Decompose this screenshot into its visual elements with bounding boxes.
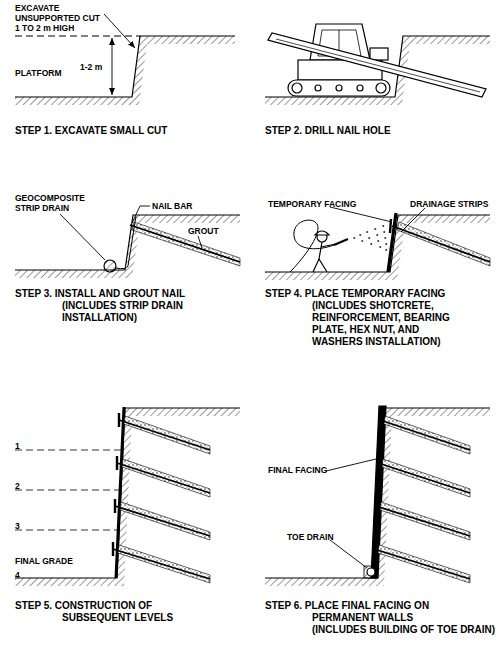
leader-line [401, 208, 425, 232]
spray-nozzle [334, 239, 348, 245]
step5-drawing [15, 407, 240, 586]
leader-line [132, 206, 150, 223]
callout-text: PLATFORM [15, 68, 62, 78]
ground-line [15, 215, 240, 270]
track-wheel [376, 83, 386, 93]
callout-text: GEOCOMPOSITE STRIP DRAIN [15, 193, 95, 213]
step4-drawing [265, 207, 490, 280]
step3-drawing [15, 206, 240, 278]
callout-number: 4 [15, 570, 20, 580]
callout-number: 1 [15, 441, 20, 451]
nail-bar [374, 420, 470, 579]
step-caption-note: (INCLUDES STRIP DRAIN INSTALLATION) [62, 300, 252, 324]
dimension-line [112, 38, 113, 95]
step-caption: STEP 1. EXCAVATE SMALL CUT [15, 125, 250, 137]
bearing-plate [113, 413, 119, 556]
callout-text: EXCAVATE UNSUPPORTED CUT 1 TO 2 m HIGH [15, 3, 107, 33]
track-wheel [336, 85, 342, 91]
callout-number: 2 [15, 481, 20, 491]
step-caption: STEP 5. CONSTRUCTION OF SUBSEQUENT LEVEL… [15, 600, 220, 624]
leader-line [198, 236, 202, 248]
step2-drawing [265, 24, 490, 105]
rig-engine [370, 48, 388, 60]
step-caption-note: (INCLUDES BUILDING OF TOE DRAIN) [312, 624, 500, 636]
callout-text: NAIL BAR [152, 201, 192, 211]
step-caption-note: (INCLUDES SHOTCRETE, REINFORCEMENT, BEAR… [312, 300, 472, 348]
shotcrete-spray [354, 226, 387, 250]
callout-number: 3 [15, 521, 20, 531]
step-caption: STEP 6. PLACE FINAL FACING ON PERMANENT … [265, 600, 443, 624]
soil-hatch [15, 36, 235, 105]
nail-bar [113, 420, 210, 579]
toe-drain-trench [364, 566, 377, 578]
toe-drain-pipe [367, 568, 375, 576]
drill-rod [276, 39, 480, 92]
drain-pipe [104, 260, 116, 272]
dimension-text: 1-2 m [80, 62, 102, 72]
step-caption: STEP 2. DRILL NAIL HOLE [265, 125, 495, 137]
callout-text: FINAL GRADE [15, 556, 73, 566]
drill-mast [268, 33, 486, 97]
soil-hatch [15, 215, 240, 278]
ground-line [265, 215, 490, 272]
track-wheel [292, 83, 302, 93]
nail-bar [392, 226, 490, 262]
callout-text: GROUT [188, 226, 219, 236]
leader-line [330, 207, 392, 222]
shotcrete-hose [290, 220, 334, 272]
step6-drawing [265, 406, 490, 586]
nail-bar [130, 225, 240, 262]
leader-line [326, 458, 380, 471]
step-caption: STEP 3. INSTALL AND GROUT NAIL [15, 288, 250, 300]
callout-text: TEMPORARY FACING [268, 199, 356, 209]
soil-hatch [265, 215, 490, 280]
strip-drain [116, 216, 136, 269]
callout-text: TOE DRAIN [287, 532, 334, 542]
track-wheel [357, 85, 363, 91]
step-caption: STEP 4. PLACE TEMPORARY FACING [265, 288, 495, 300]
soil-hatch [15, 408, 240, 586]
worker-body [313, 242, 336, 272]
original-ground-line [15, 35, 140, 36]
track-wheel [315, 85, 321, 91]
ground-line [15, 36, 235, 97]
excavation-level-line [15, 450, 123, 530]
leader-line [60, 214, 105, 260]
callout-text: FINAL FACING [268, 465, 327, 475]
callout-text: DRAINAGE STRIPS [410, 199, 488, 209]
rig-track [288, 80, 390, 96]
leader-line [104, 14, 135, 48]
leader-line [330, 540, 367, 568]
